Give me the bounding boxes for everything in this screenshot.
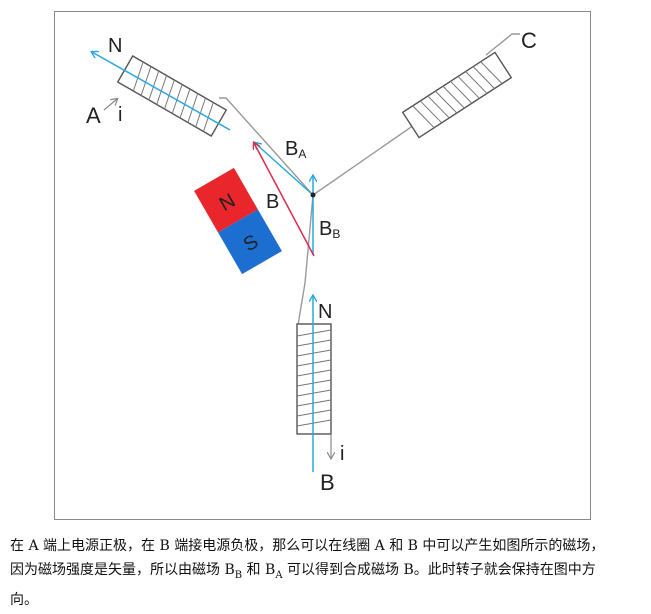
coil-c xyxy=(401,51,513,139)
coil-b xyxy=(296,323,332,435)
current-arrow-a xyxy=(103,99,117,111)
caption: 在 A 端上电源正极，在 B 端接电源负极，那么可以在线圈 A 和 B 中可以产… xyxy=(10,534,642,612)
coil-a-label: A xyxy=(86,103,101,128)
magnet-north-pole xyxy=(194,167,258,233)
vector-b-label: B xyxy=(266,191,279,213)
magnet-south-pole xyxy=(218,209,282,275)
vector-bb-label: BB xyxy=(319,218,340,241)
wire-b xyxy=(297,194,314,331)
vector-ba-label: BA xyxy=(285,138,306,161)
coil-b-label: B xyxy=(320,470,335,495)
rotor-magnet: N S xyxy=(194,167,282,275)
coil-a xyxy=(116,55,228,137)
center-junction xyxy=(310,192,316,198)
coil-a-pole-label: N xyxy=(108,35,122,57)
coil-a-current-label: i xyxy=(118,104,122,126)
wire-c-lead xyxy=(485,33,520,56)
vector-ba xyxy=(255,143,314,196)
caption-line-1: 在 A 端上电源正极，在 B 端接电源负极，那么可以在线圈 A 和 B 中可以产… xyxy=(10,538,605,554)
field-arrow-coil-a xyxy=(92,52,231,131)
vector-b-resultant xyxy=(254,143,315,257)
coil-b-current-label: i xyxy=(340,443,344,465)
coil-b-pole-label: N xyxy=(318,301,332,323)
wire-c xyxy=(312,124,415,196)
wire-a xyxy=(219,97,314,196)
motor-diagram: N S N A i C N i B BA BB B xyxy=(86,28,537,495)
caption-line-3: 向。 xyxy=(10,591,38,608)
caption-line-2: 因为磁场强度是矢量，所以由磁场 BB 和 BA 可以得到合成磁场 B。此时转子就… xyxy=(10,562,596,581)
coil-c-label: C xyxy=(521,28,537,53)
